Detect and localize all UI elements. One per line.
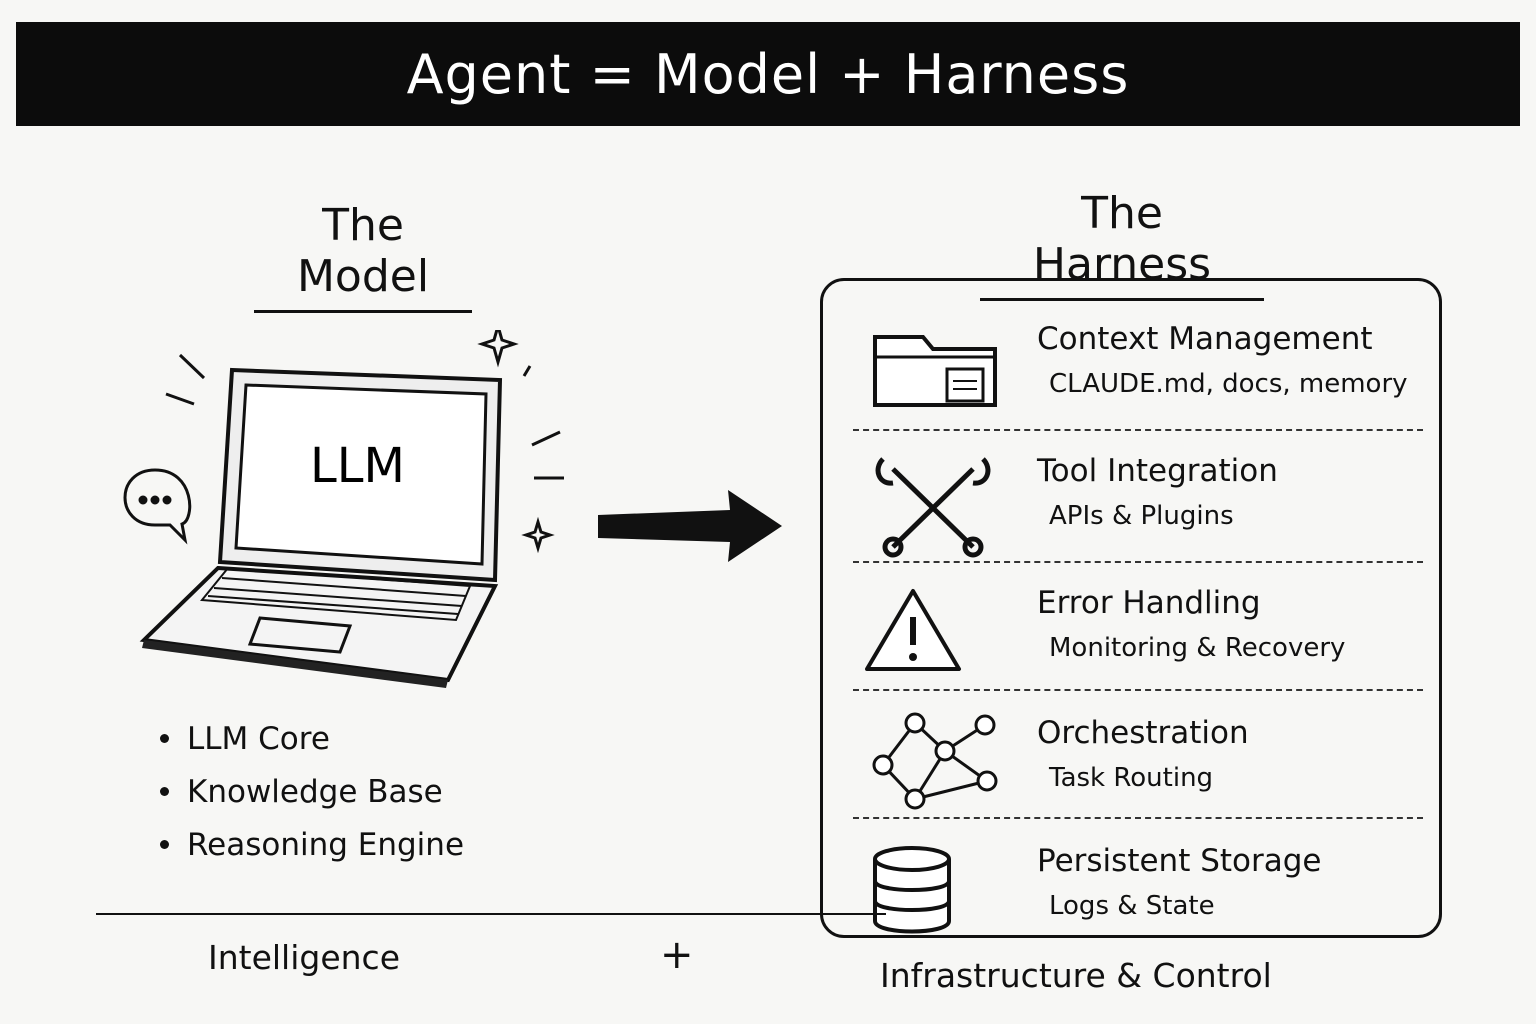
row-subtitle: CLAUDE.md, docs, memory xyxy=(1049,369,1408,399)
sparkle-lines xyxy=(165,330,564,554)
bullet-icon xyxy=(160,840,169,849)
warning-icon xyxy=(865,589,961,671)
baseline-divider xyxy=(96,913,886,915)
bullet-icon xyxy=(160,734,169,743)
network-icon xyxy=(872,712,998,810)
row-divider xyxy=(853,689,1423,691)
speech-bubble-icon xyxy=(123,468,192,545)
harness-row-context: Context Management CLAUDE.md, docs, memo… xyxy=(823,299,1439,427)
right-arrow-icon xyxy=(598,490,782,562)
row-subtitle: Task Routing xyxy=(1049,763,1214,793)
row-divider xyxy=(853,561,1423,563)
title-banner: Agent = Model + Harness xyxy=(16,22,1520,126)
harness-row-errors: Error Handling Monitoring & Recovery xyxy=(823,563,1439,691)
folder-icon xyxy=(873,335,997,407)
row-title: Tool Integration xyxy=(1037,453,1278,489)
screen-label: LLM xyxy=(310,438,405,494)
model-heading: The Model xyxy=(254,200,472,313)
row-title: Persistent Storage xyxy=(1037,843,1322,879)
list-item: Knowledge Base xyxy=(160,765,464,818)
row-title: Error Handling xyxy=(1037,585,1261,621)
footer-plus: + xyxy=(660,932,694,978)
trackpad xyxy=(247,616,353,654)
harness-row-tools: Tool Integration APIs & Plugins xyxy=(823,431,1439,559)
row-title: Context Management xyxy=(1037,321,1373,357)
row-subtitle: APIs & Plugins xyxy=(1049,501,1234,531)
database-icon xyxy=(873,846,951,934)
footer-infrastructure: Infrastructure & Control xyxy=(880,956,1272,995)
wrench-icon xyxy=(875,457,991,558)
page-title: Agent = Model + Harness xyxy=(406,42,1130,106)
harness-row-storage: Persistent Storage Logs & State xyxy=(823,821,1439,949)
harness-heading: The Harness xyxy=(980,188,1264,301)
row-divider xyxy=(853,429,1423,431)
row-divider xyxy=(853,817,1423,819)
row-title: Orchestration xyxy=(1037,715,1249,751)
harness-panel: Context Management CLAUDE.md, docs, memo… xyxy=(820,278,1442,938)
harness-row-orchestration: Orchestration Task Routing xyxy=(823,693,1439,821)
keyboard xyxy=(200,566,472,622)
row-subtitle: Monitoring & Recovery xyxy=(1049,633,1346,663)
laptop-illustration: LLM xyxy=(123,330,564,688)
model-feature-list: LLM Core Knowledge Base Reasoning Engine xyxy=(160,712,464,871)
row-subtitle: Logs & State xyxy=(1049,891,1215,921)
footer-intelligence: Intelligence xyxy=(208,938,401,977)
list-item: LLM Core xyxy=(160,712,464,765)
bullet-icon xyxy=(160,787,169,796)
list-item: Reasoning Engine xyxy=(160,818,464,871)
